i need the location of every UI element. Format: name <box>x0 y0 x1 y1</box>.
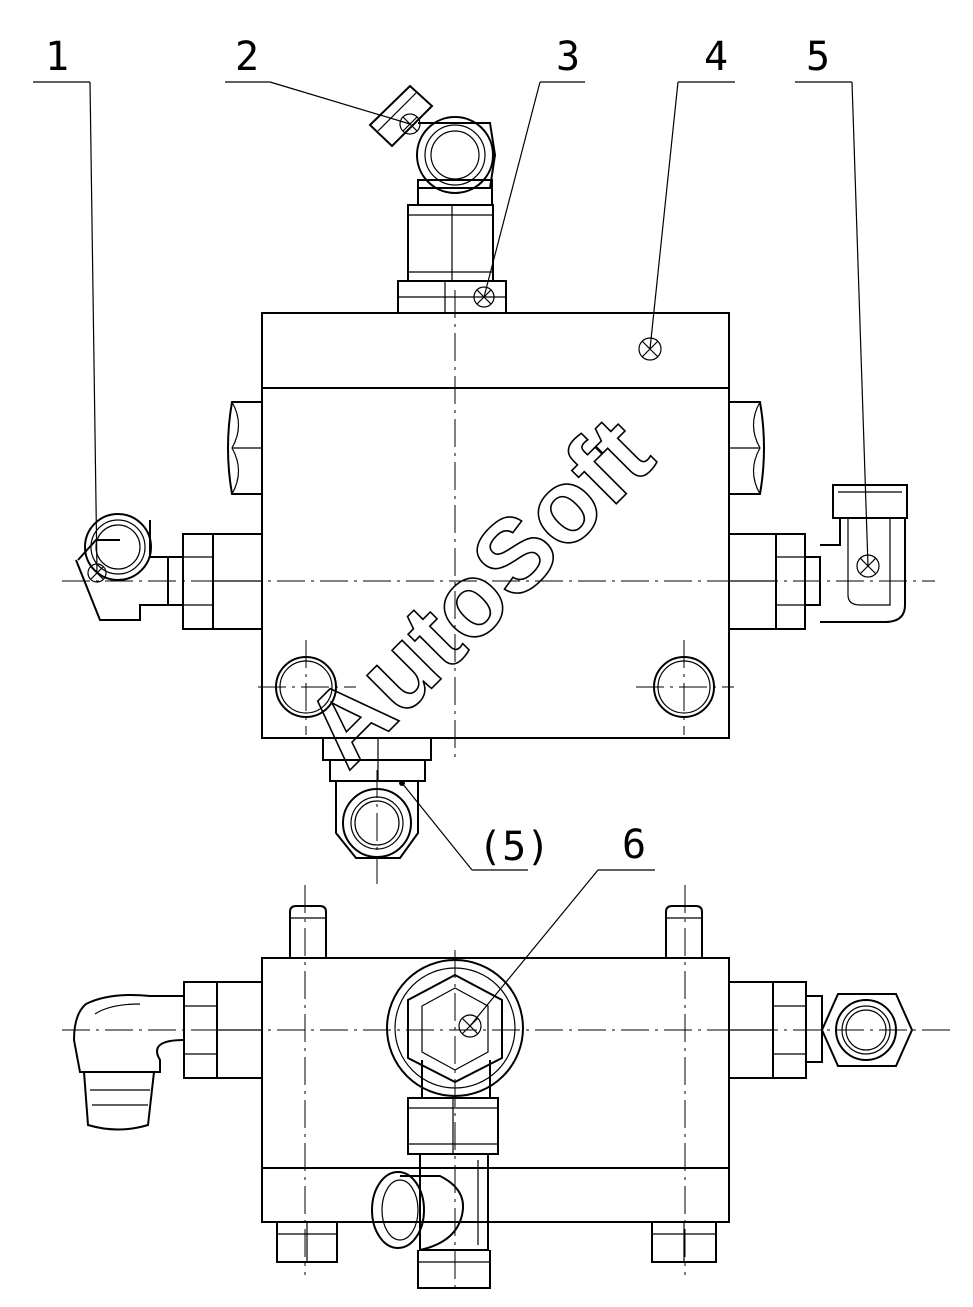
autosoft-watermark: AutoSoft <box>282 396 674 788</box>
left-stud <box>276 905 338 1263</box>
top-fitting-assembly <box>368 84 507 314</box>
right-side-hex-nut <box>728 401 765 495</box>
callout-label-1: 1 <box>45 34 69 80</box>
leader-lines <box>33 81 869 1027</box>
bottom-view <box>62 885 955 1290</box>
lower-left-port-fittings <box>72 981 263 1131</box>
right-stud <box>651 905 717 1263</box>
bottom-fitting-assembly <box>322 737 432 890</box>
callout-label-5-paren: (5) <box>478 824 550 870</box>
right-port-fittings <box>728 484 908 630</box>
left-port-fittings <box>75 513 263 630</box>
top-view <box>62 84 935 890</box>
lower-block-body <box>261 957 730 1223</box>
callout-label-6: 6 <box>622 822 646 868</box>
center-fitting-assembly <box>371 959 524 1289</box>
callout-label-4: 4 <box>704 34 728 80</box>
left-side-hex-nut <box>227 401 263 495</box>
callout-label-3: 3 <box>556 34 580 80</box>
callout-labels: 1 2 3 4 5 (5) 6 <box>45 34 830 870</box>
lower-right-port-fittings <box>728 981 914 1079</box>
callout-label-5: 5 <box>806 34 830 80</box>
left-bottom-plug <box>258 640 356 735</box>
right-bottom-plug <box>636 640 734 735</box>
callout-label-2: 2 <box>235 34 259 80</box>
